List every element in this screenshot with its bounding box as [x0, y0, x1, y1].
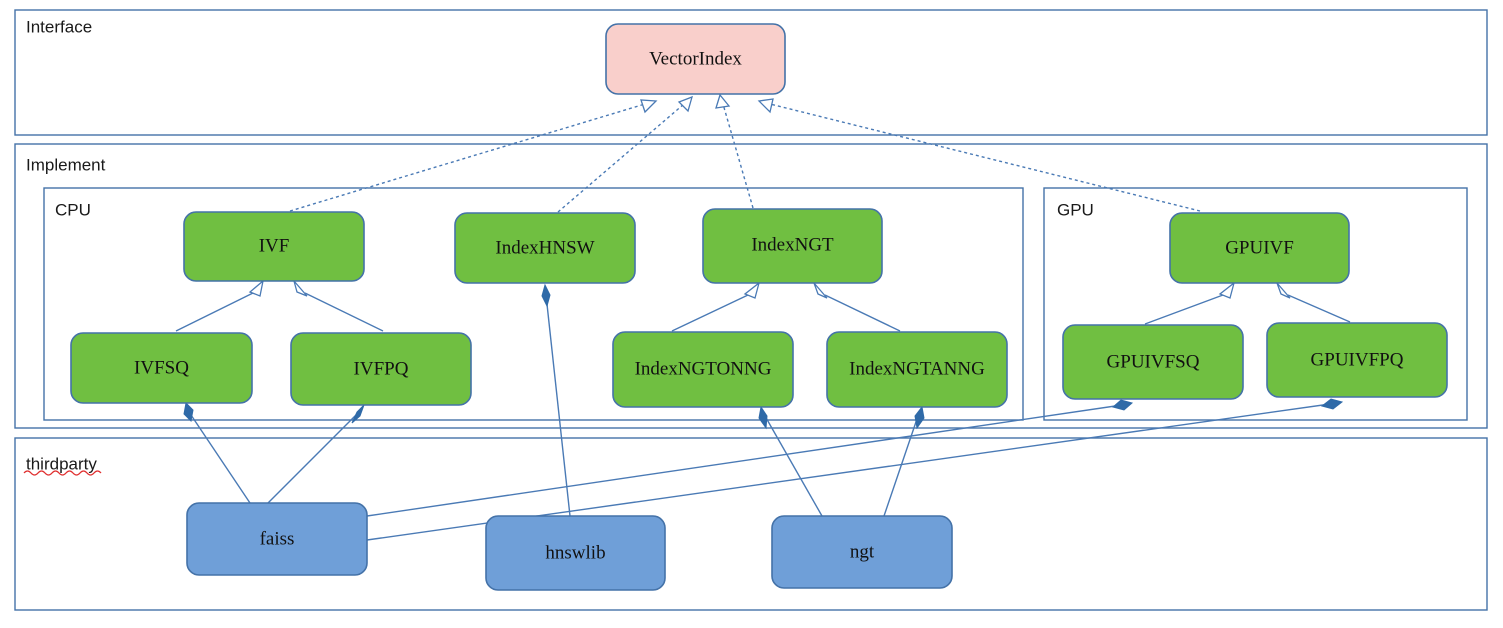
hollow-triangle-icon — [1218, 281, 1236, 299]
node-gpuivf-rect[interactable] — [1169, 212, 1350, 284]
edge-hnswlib-to-indexhnsw — [541, 283, 571, 517]
edge-indexhnsw-to-vectorindex — [557, 95, 693, 213]
node-gpuivfsq[interactable]: GPUIVFSQ — [1062, 324, 1244, 400]
node-ivfsq-label: IVFSQ — [134, 357, 189, 378]
edge-ngt-to-indexngtonng — [758, 405, 823, 517]
node-indexhnsw-label: IndexHNSW — [495, 237, 594, 258]
container-cpu-label: CPU — [55, 200, 91, 219]
node-gpuivf-label: GPUIVF — [1225, 237, 1294, 258]
edge-faiss-to-ivfsq — [183, 401, 251, 504]
node-indexngtanng-rect[interactable] — [826, 331, 1008, 408]
node-gpuivf[interactable]: GPUIVF — [1169, 212, 1350, 284]
node-hnswlib[interactable]: hnswlib — [485, 515, 666, 591]
node-ngt-rect[interactable] — [771, 515, 953, 589]
container-gpu-label: GPU — [1057, 200, 1094, 219]
filled-diamond-icon — [914, 405, 925, 430]
node-vectorindex-label: VectorIndex — [649, 48, 742, 69]
hollow-triangle-icon — [813, 282, 828, 299]
hollow-triangle-icon — [640, 99, 658, 114]
hollow-triangle-icon — [293, 280, 308, 297]
edge-faiss-to-gpuivfsq — [366, 399, 1134, 517]
node-indexngtanng[interactable]: IndexNGTANNG — [826, 331, 1008, 408]
node-faiss-rect[interactable] — [186, 502, 368, 576]
node-ivf[interactable]: IVF — [183, 211, 365, 282]
edge-gpuivfpq-to-gpuivf — [1276, 282, 1351, 323]
edge-indexngtonng-to-indexngt — [671, 281, 761, 332]
filled-diamond-icon — [1111, 399, 1134, 411]
hollow-triangle-icon — [757, 98, 774, 114]
container-thirdparty-label: thirdparty — [26, 454, 97, 473]
edge-ivfsq-to-ivf — [175, 279, 265, 332]
hollow-triangle-icon — [1276, 282, 1291, 299]
node-vectorindex-rect[interactable] — [605, 23, 786, 95]
edge-indexngtanng-to-indexngt — [813, 282, 901, 332]
node-ngt[interactable]: ngt — [771, 515, 953, 589]
edge-ngt-to-indexngtanng — [883, 405, 925, 517]
hollow-triangle-icon — [715, 93, 731, 109]
node-indexngt[interactable]: IndexNGT — [702, 208, 883, 284]
hollow-triangle-icon — [743, 281, 761, 299]
edge-indexngt-to-vectorindex — [715, 93, 754, 209]
hollow-triangle-icon — [677, 95, 693, 113]
node-ivf-label: IVF — [259, 235, 290, 256]
hollow-triangle-icon — [248, 279, 265, 297]
node-faiss-label: faiss — [260, 528, 295, 549]
edges-group — [175, 93, 1351, 541]
node-ivfsq[interactable]: IVFSQ — [70, 332, 253, 404]
container-implement-label: Implement — [26, 155, 106, 174]
node-gpuivfpq-rect[interactable] — [1266, 322, 1448, 398]
filled-diamond-icon — [351, 404, 365, 424]
filled-diamond-icon — [1320, 398, 1344, 410]
edge-ivf-to-vectorindex — [289, 99, 658, 212]
edge-gpuivfsq-to-gpuivf — [1144, 281, 1236, 325]
node-indexhnsw[interactable]: IndexHNSW — [454, 212, 636, 284]
node-indexngt-label: IndexNGT — [751, 234, 834, 255]
node-ivfsq-rect[interactable] — [70, 332, 253, 404]
node-vectorindex[interactable]: VectorIndex — [605, 23, 786, 95]
node-gpuivfsq-rect[interactable] — [1062, 324, 1244, 400]
node-hnswlib-label: hnswlib — [545, 542, 605, 563]
node-indexngtanng-label: IndexNGTANNG — [849, 358, 985, 379]
edge-ivfpq-to-ivf — [293, 280, 384, 332]
container-interface-label: Interface — [26, 17, 92, 36]
node-indexngtonng[interactable]: IndexNGTONNG — [612, 331, 794, 408]
nodes-group: VectorIndex IVF IndexHNSW IndexNGT IVFSQ — [70, 23, 1448, 591]
node-gpuivfpq[interactable]: GPUIVFPQ — [1266, 322, 1448, 398]
node-ivfpq-label: IVFPQ — [354, 358, 409, 379]
edge-faiss-to-ivfpq — [267, 404, 365, 504]
node-ivfpq[interactable]: IVFPQ — [290, 332, 472, 406]
node-indexngtonng-label: IndexNGTONNG — [635, 358, 772, 379]
node-ivfpq-rect[interactable] — [290, 332, 472, 406]
filled-diamond-icon — [183, 401, 194, 423]
spellcheck-underline-icon — [23, 470, 102, 476]
node-faiss[interactable]: faiss — [186, 502, 368, 576]
filled-diamond-icon — [758, 405, 768, 430]
node-ngt-label: ngt — [850, 541, 875, 562]
node-indexngt-rect[interactable] — [702, 208, 883, 284]
node-indexhnsw-rect[interactable] — [454, 212, 636, 284]
node-gpuivfsq-label: GPUIVFSQ — [1107, 351, 1200, 372]
node-gpuivfpq-label: GPUIVFPQ — [1311, 349, 1404, 370]
edge-gpuivf-to-vectorindex — [757, 98, 1201, 212]
node-hnswlib-rect[interactable] — [485, 515, 666, 591]
filled-diamond-icon — [541, 283, 551, 308]
node-ivf-rect[interactable] — [183, 211, 365, 282]
node-indexngtonng-rect[interactable] — [612, 331, 794, 408]
